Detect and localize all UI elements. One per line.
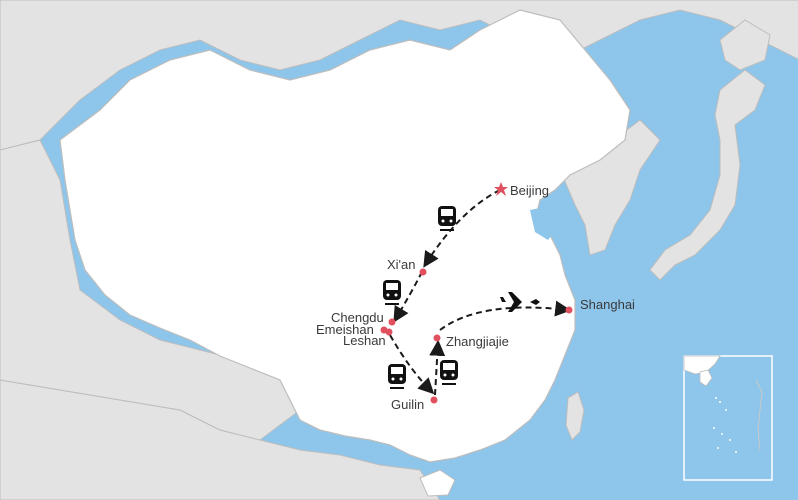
taiwan-land xyxy=(565,391,585,441)
china-land xyxy=(59,9,631,463)
mongolia-land xyxy=(0,0,798,151)
route-leshan-guilin xyxy=(389,334,435,395)
train-icon xyxy=(440,360,458,385)
city-label-emeishan: Emeishan xyxy=(316,322,374,337)
korea-land xyxy=(559,119,661,256)
train-icon xyxy=(383,280,401,305)
japan-land xyxy=(649,69,766,281)
south-china-sea-inset xyxy=(683,355,773,481)
city-label-xian: Xi'an xyxy=(387,257,416,272)
route-xian-chengdu xyxy=(393,271,423,323)
train-icon xyxy=(388,364,406,389)
city-marker-beijing xyxy=(494,182,508,196)
city-label-guilin: Guilin xyxy=(391,397,424,412)
star-icon xyxy=(494,182,508,196)
city-dot-xian xyxy=(419,268,427,276)
train-icon xyxy=(438,206,456,231)
city-label-zhangjiajie: Zhangjiajie xyxy=(446,334,509,349)
hainan-land xyxy=(419,469,456,497)
city-label-leshan: Leshan xyxy=(343,333,386,348)
route-guilin-zhangjiajie xyxy=(429,339,446,396)
city-label-shanghai: Shanghai xyxy=(580,297,635,312)
route-zhangjiajie-shanghai xyxy=(439,300,572,331)
city-dot-chengdu xyxy=(388,318,396,326)
airplane-icon xyxy=(500,292,540,312)
city-dot-leshan xyxy=(385,328,393,336)
hokkaido-land xyxy=(719,19,771,71)
city-dot-shanghai xyxy=(565,306,573,314)
route-beijing-xian xyxy=(423,189,501,268)
city-dot-zhangjiajie xyxy=(433,334,441,342)
city-label-chengdu: Chengdu xyxy=(331,310,384,325)
bohai-sea xyxy=(530,205,560,240)
city-dot-guilin xyxy=(430,396,438,404)
city-label-beijing: Beijing xyxy=(510,183,549,198)
